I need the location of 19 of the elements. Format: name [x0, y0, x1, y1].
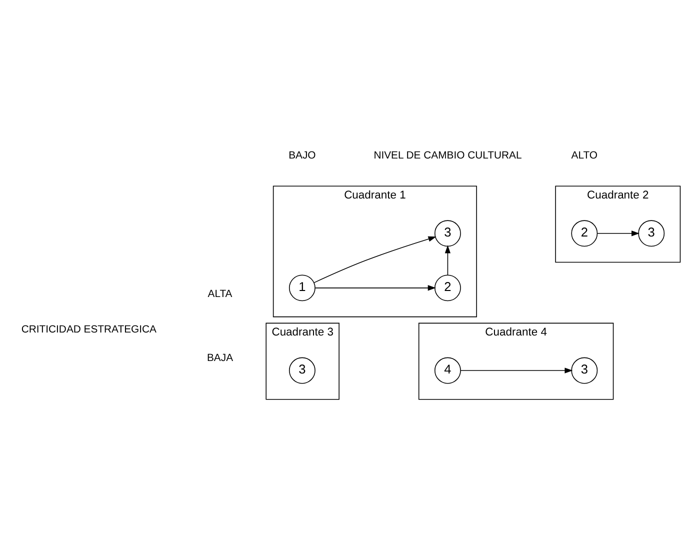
label: ALTA	[208, 289, 232, 300]
label: ALTO	[571, 150, 598, 162]
arrow	[314, 236, 436, 284]
node-circle: 4	[434, 357, 461, 384]
node-circle: 3	[288, 357, 316, 384]
node-circle: 3	[638, 220, 665, 247]
arrow	[444, 245, 451, 276]
node-circle: 3	[434, 220, 461, 247]
node-circle: 2	[434, 274, 461, 302]
arrow	[460, 368, 573, 374]
arrow	[597, 230, 640, 236]
node-circle: 2	[571, 220, 598, 247]
label: BAJA	[207, 353, 234, 364]
label: BAJO	[288, 150, 316, 162]
label: NIVEL DE CAMBIO CULTURAL	[374, 150, 522, 162]
node-circle: 3	[571, 357, 598, 384]
arrow	[314, 285, 436, 291]
node-circle: 1	[288, 274, 316, 302]
label: CRITICIDAD ESTRATEGICA	[21, 324, 156, 336]
